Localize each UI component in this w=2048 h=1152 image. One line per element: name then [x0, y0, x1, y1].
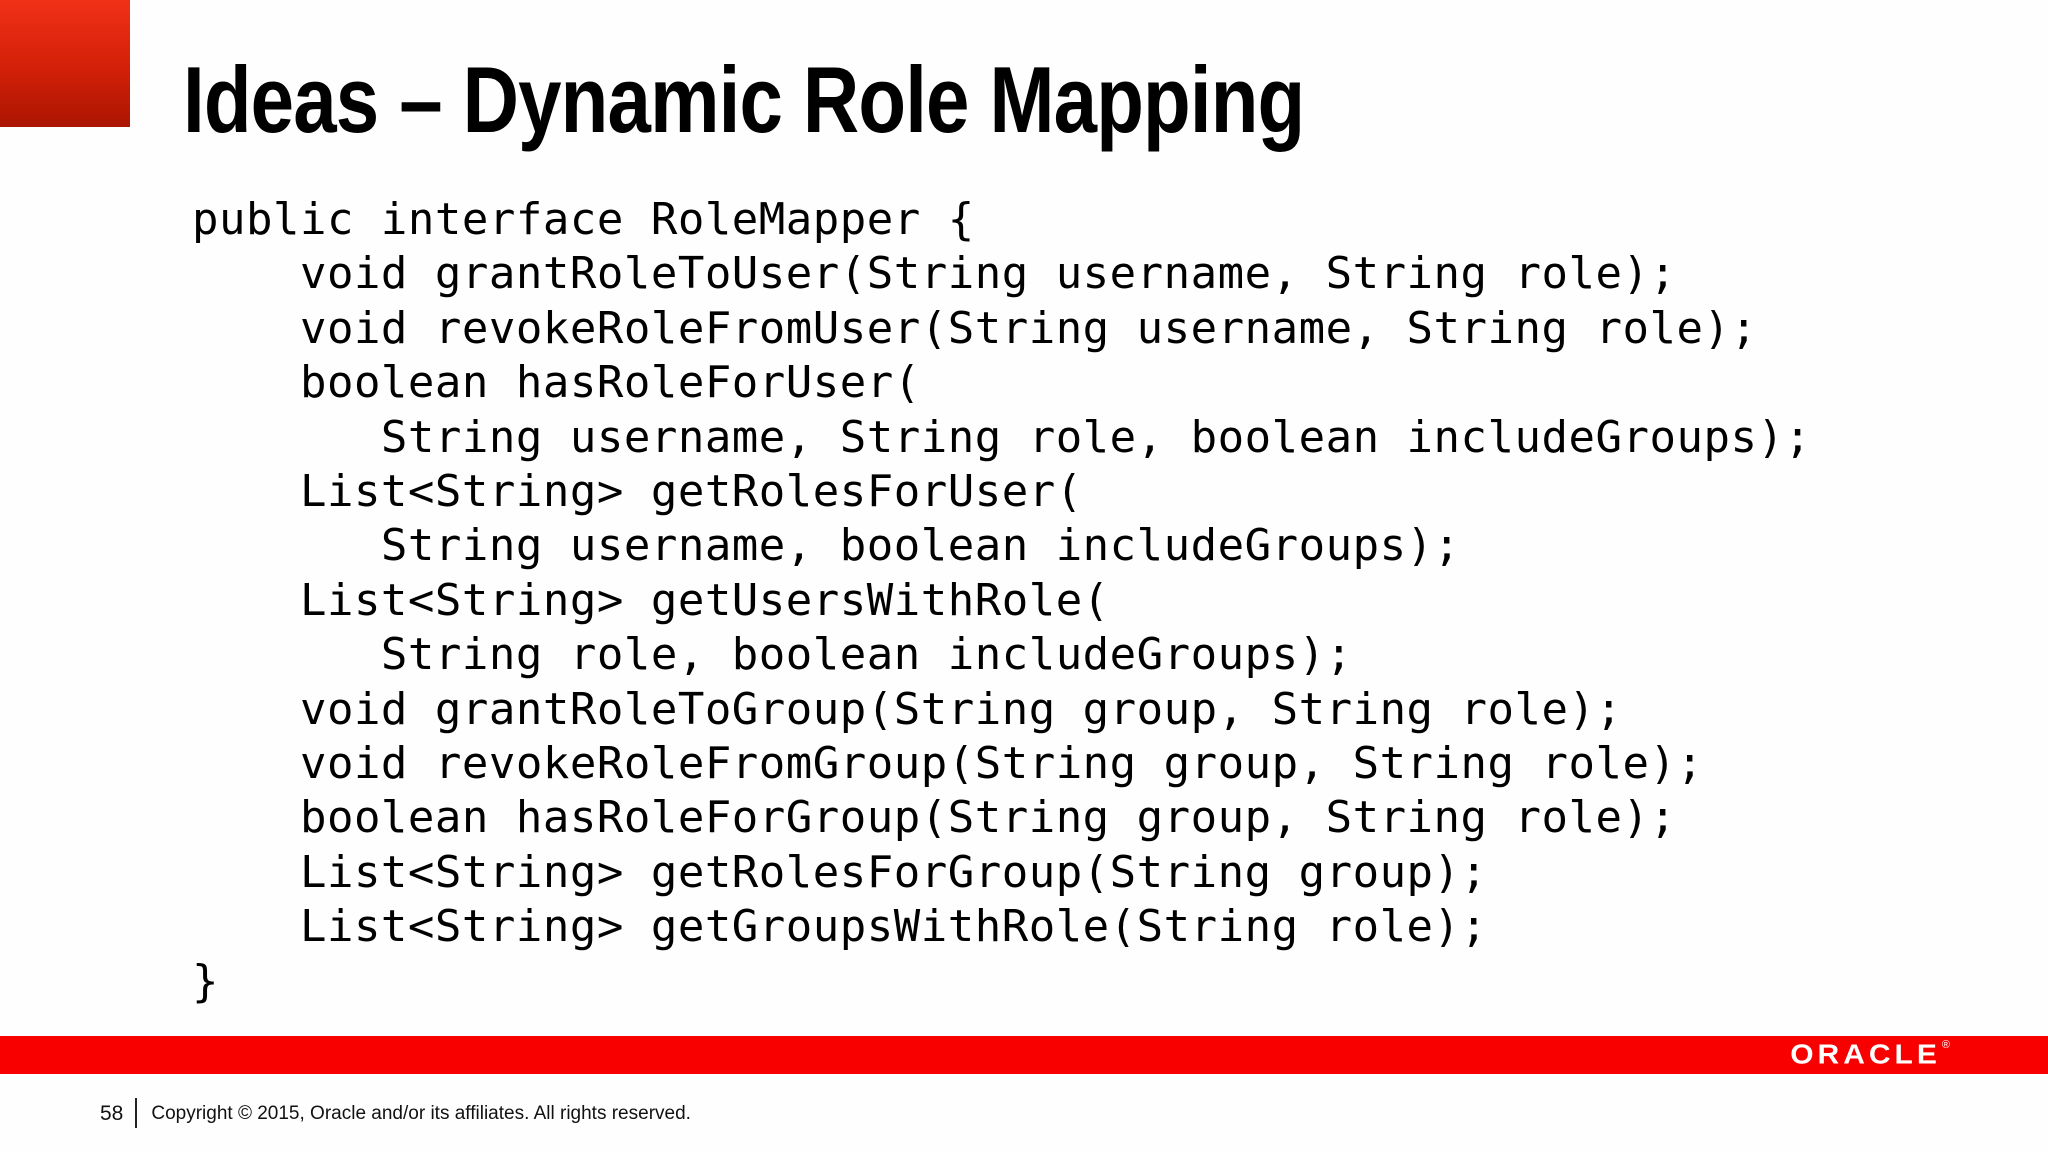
copyright-text: Copyright © 2015, Oracle and/or its affi…	[151, 1102, 691, 1124]
footer: 58 Copyright © 2015, Oracle and/or its a…	[100, 1096, 691, 1130]
oracle-logo: ORACLE ®	[1790, 1036, 1950, 1074]
page-title: Ideas – Dynamic Role Mapping	[183, 47, 1305, 152]
page-number: 58	[100, 1101, 124, 1125]
code-block: public interface RoleMapper { void grant…	[192, 194, 1812, 1007]
brand-accent-square	[0, 0, 130, 127]
brand-bar: ORACLE ®	[0, 1036, 2048, 1074]
registered-trademark-icon: ®	[1941, 1039, 1950, 1051]
footer-divider	[135, 1098, 138, 1128]
oracle-logo-text: ORACLE	[1790, 1039, 1941, 1070]
